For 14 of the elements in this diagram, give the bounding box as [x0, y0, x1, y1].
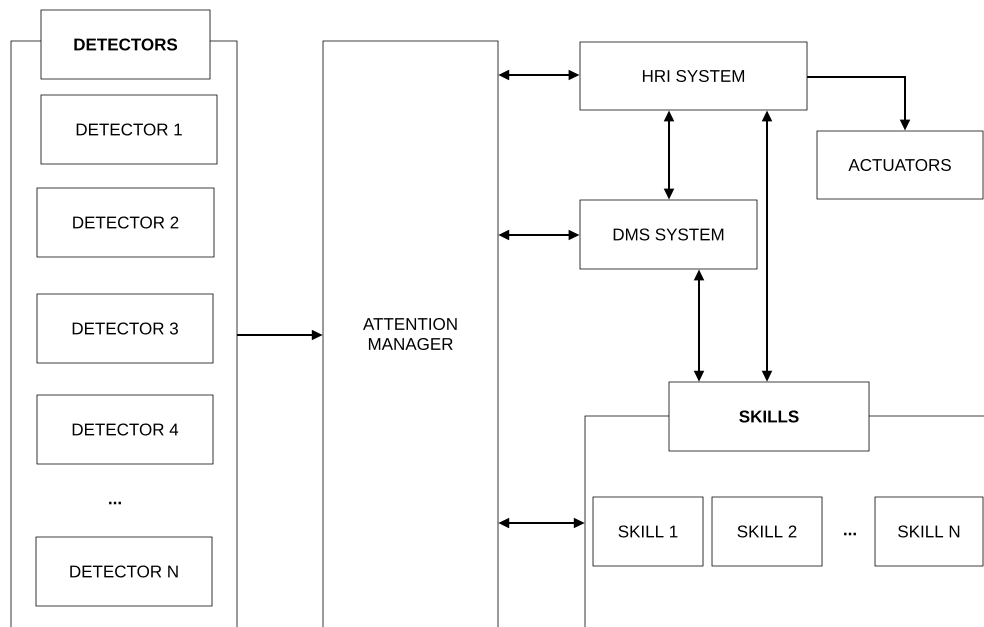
- ellipsis: ...: [109, 502, 121, 504]
- process-box: DETECTOR 4: [36, 394, 214, 464]
- process-box: DMS SYSTEM: [580, 200, 758, 270]
- process-box: SKILL N: [874, 496, 984, 566]
- process-box: SKILL 1: [592, 496, 704, 566]
- process-box: HRI SYSTEM: [580, 42, 808, 110]
- process-box: ACTUATORS: [816, 130, 984, 200]
- ellipsis: ...: [844, 532, 856, 536]
- process-column: ATTENTION MANAGER: [322, 40, 498, 627]
- process-box: SKILL 2: [712, 496, 822, 566]
- process-box: DETECTOR 1: [40, 94, 218, 164]
- process-box: DETECTOR 2: [36, 188, 214, 258]
- process-box: DETECTOR N: [36, 536, 212, 606]
- process-box: DETECTOR 3: [36, 294, 214, 364]
